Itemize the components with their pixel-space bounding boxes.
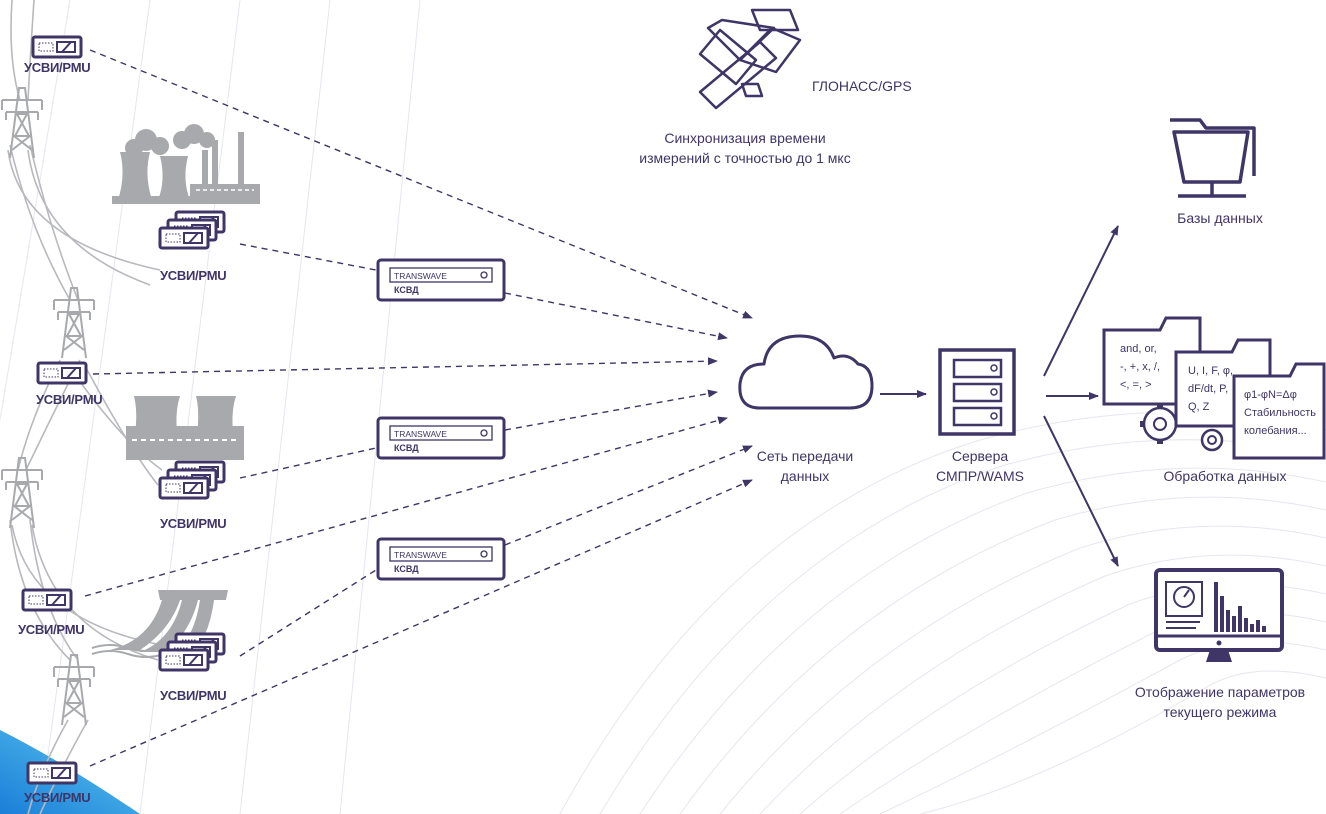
servers-line-2: СМПР/WAMS	[936, 468, 1024, 484]
card1-line1: and, or,	[1120, 343, 1157, 355]
link-ksvd2-cloud	[504, 389, 718, 431]
server-rack-icon	[938, 348, 1016, 436]
databases-label: Базы данных	[1177, 210, 1263, 226]
link-pmu2-ksvd1	[239, 243, 377, 271]
ksvd-brand: TRANSWAVE	[394, 429, 447, 439]
network-label: Сеть передачи данных	[730, 446, 880, 486]
bar-chart-icon	[1214, 582, 1266, 632]
database-folder-icon	[1170, 118, 1256, 198]
output-arrows	[1043, 225, 1119, 567]
dashed-links	[84, 49, 753, 767]
arrow-to-databases	[1043, 225, 1119, 377]
ksvd-name: КСВД	[394, 564, 419, 574]
ksvd-device-1: TRANSWAVE КСВД	[376, 258, 506, 302]
link-pmu1-cloud	[89, 49, 753, 319]
satellite-icon	[698, 8, 802, 110]
gauge-icon	[1165, 581, 1203, 629]
link-ksvd1-cloud	[504, 292, 728, 341]
processing-cards: and, or, -, +, x, /, <, =, > U, I, F, φ,…	[1102, 316, 1326, 460]
display-line-2: текущего режима	[1163, 704, 1277, 720]
card3-line2: Стабильность	[1244, 407, 1316, 419]
hydro-plant-icon	[91, 590, 228, 658]
pmu-label-2: УСВИ/PMU	[160, 268, 227, 283]
ksvd-name: КСВД	[394, 443, 419, 453]
pmu-device-7	[26, 761, 78, 785]
link-ksvd3-cloud	[504, 445, 753, 546]
thermal-plant-icon	[112, 124, 260, 204]
pmu-label-1: УСВИ/PMU	[24, 60, 91, 75]
monitor-icon	[1154, 568, 1284, 662]
pmu-label-4: УСВИ/PMU	[160, 516, 227, 531]
ksvd-brand: TRANSWAVE	[394, 271, 447, 281]
card2-line2: dF/dt, P,	[1188, 383, 1228, 395]
satellite-label: ГЛОНАСС/GPS	[812, 78, 912, 94]
ksvd-device-2: TRANSWAVE КСВД	[376, 416, 506, 460]
ksvd-brand: TRANSWAVE	[394, 550, 447, 560]
link-pmu4-ksvd2	[239, 447, 377, 479]
pmu-device-5	[21, 588, 73, 612]
card3-line3: колебания...	[1244, 425, 1307, 437]
network-line-2: данных	[780, 468, 830, 484]
gear-icon-large	[1140, 404, 1180, 444]
sync-line-1: Синхронизация времени	[664, 130, 826, 146]
display-line-1: Отображение параметров	[1134, 684, 1306, 700]
display-label: Отображение параметров текущего режима	[1110, 682, 1326, 722]
ksvd-name: КСВД	[394, 285, 419, 295]
pmu-device-3	[36, 361, 88, 385]
card2-line1: U, I, F, φ,	[1188, 365, 1233, 377]
processing-card-2: U, I, F, φ, dF/dt, P, Q, Z	[1174, 338, 1272, 428]
cooling-plant-icon	[126, 396, 244, 460]
pmu-device-1	[31, 35, 83, 59]
sync-text: Синхронизация времени измерений с точнос…	[610, 128, 880, 168]
processing-label: Обработка данных	[1163, 468, 1287, 484]
sync-line-2: измерений с точностью до 1 мкс	[639, 150, 851, 166]
link-pmu6-ksvd3	[239, 569, 377, 657]
cloud-icon	[738, 334, 874, 410]
card2-line3: Q, Z	[1188, 401, 1210, 413]
pmu-label-3: УСВИ/PMU	[36, 392, 103, 407]
card1-line2: -, +, x, /,	[1120, 361, 1160, 373]
pmu-label-6: УСВИ/PMU	[160, 688, 227, 703]
pmu-device-2	[160, 212, 224, 248]
ksvd-device-3: TRANSWAVE КСВД	[376, 537, 506, 581]
processing-card-3: φ1-φN=Δφ Стабильность колебания...	[1232, 362, 1326, 460]
servers-label: Сервера СМПР/WAMS	[910, 446, 1050, 486]
pmu-label-5: УСВИ/PMU	[18, 622, 85, 637]
link-pmu3-cloud	[92, 357, 718, 375]
link-pmu5-cloud	[84, 416, 728, 597]
pmu-label-7: УСВИ/PMU	[24, 790, 91, 805]
gear-icon-small	[1200, 428, 1224, 452]
card1-line3: <, =, >	[1120, 379, 1152, 391]
servers-line-1: Сервера	[951, 448, 1009, 464]
network-line-1: Сеть передачи	[756, 448, 854, 464]
pmu-device-4	[160, 462, 224, 498]
card3-line1: φ1-φN=Δφ	[1244, 389, 1297, 401]
arrow-to-display	[1043, 415, 1119, 567]
